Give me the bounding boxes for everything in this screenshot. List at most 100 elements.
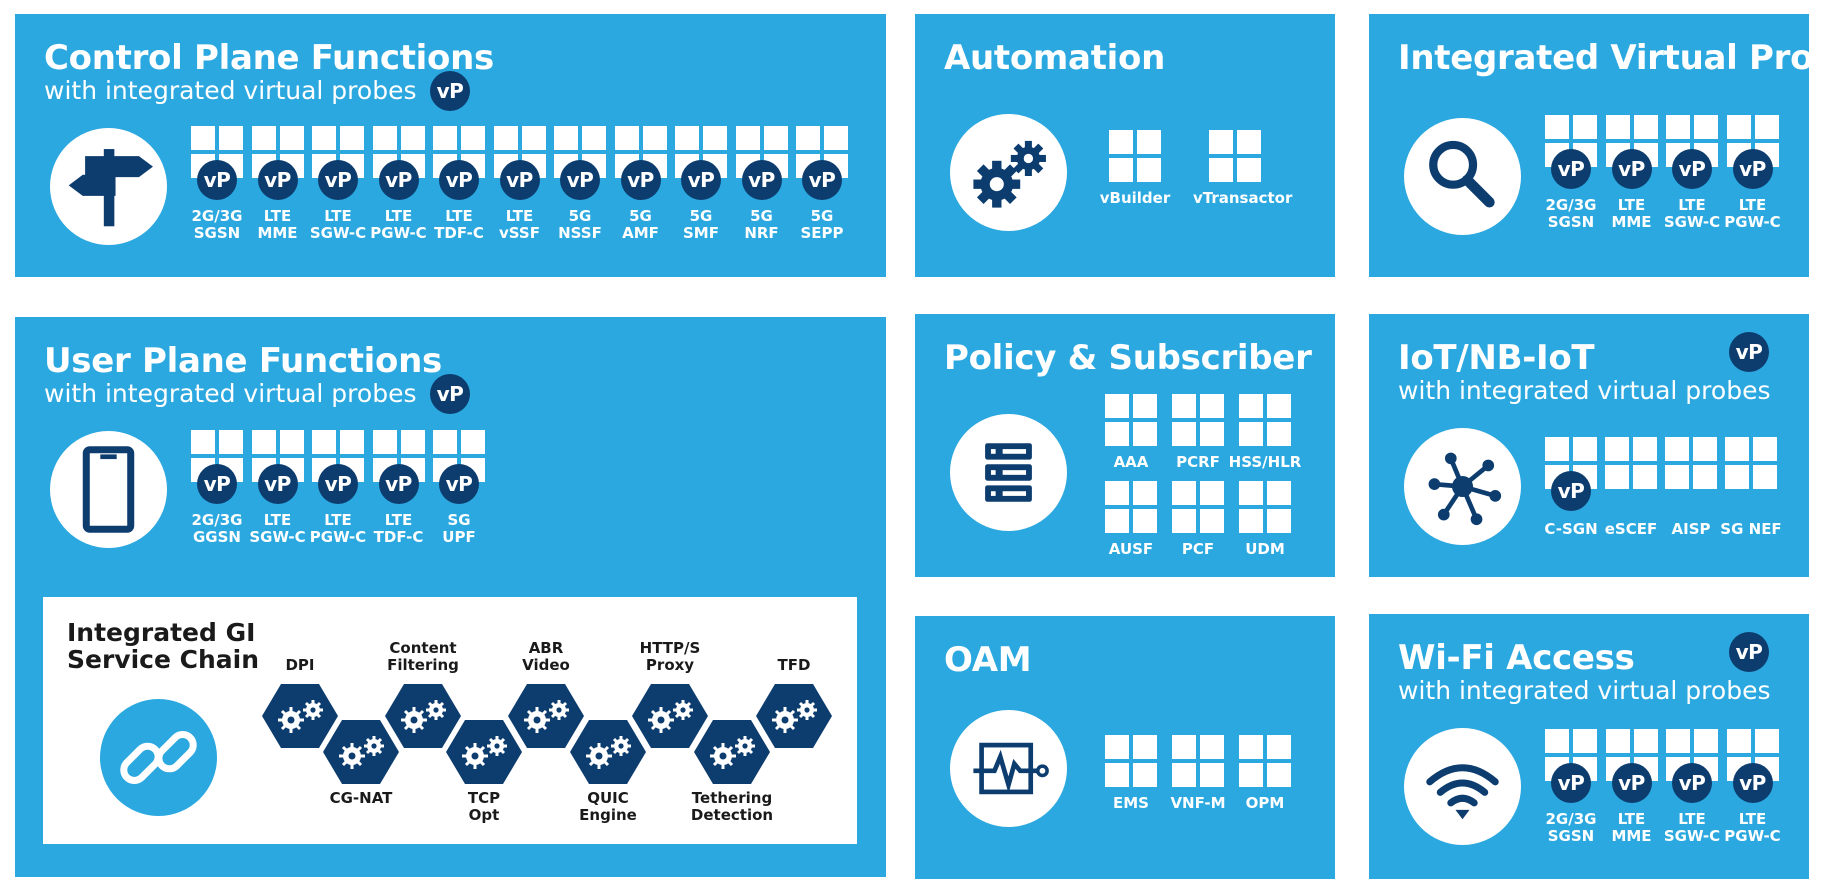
tile-square: [219, 430, 243, 454]
function-label: LTE: [324, 207, 352, 225]
function-label: AUSF: [1108, 540, 1154, 558]
function-tile-grid: [251, 430, 304, 482]
function-label: SG NEF: [1720, 520, 1782, 538]
control-plane-title: Control Plane Functions: [44, 38, 494, 78]
function-label: LTE: [263, 207, 292, 225]
tile-square: [1239, 735, 1263, 759]
function-label: EMS: [1113, 794, 1149, 812]
vp-badge: vP: [318, 160, 358, 200]
vp-badge: vP: [257, 160, 298, 200]
vp-badge: vP: [1611, 763, 1652, 803]
service-label: Detection: [690, 806, 774, 824]
service-label: CG-NAT: [329, 789, 393, 807]
vp-badge: vP: [802, 160, 842, 200]
tile-square: [1105, 735, 1129, 759]
tile-square: [642, 126, 667, 150]
tile-square: [1725, 437, 1749, 461]
vp-badge: vP: [1551, 471, 1591, 511]
tile-square: [675, 126, 699, 150]
function-label: PGW-C: [1724, 213, 1781, 231]
function-label: LTE: [384, 207, 413, 225]
tile-square: [1267, 481, 1291, 505]
tile-square: [312, 126, 336, 150]
function-label: eSCEF: [1604, 520, 1658, 538]
tile-square: [1133, 509, 1157, 533]
tile-square: [1573, 437, 1597, 461]
service-hex-icon: [569, 718, 647, 786]
tile-square: [1239, 394, 1263, 418]
tile-square: [1693, 437, 1717, 461]
tile-square: [1725, 465, 1749, 489]
tile-square: [1605, 465, 1629, 489]
magnifier-icon: [1404, 118, 1521, 235]
tile-square: [1172, 763, 1196, 787]
function-label: MME: [1611, 827, 1652, 845]
service-label: TFD: [777, 656, 811, 674]
vp-badge: vP: [257, 464, 298, 504]
service-label: Tethering: [691, 789, 773, 807]
function-label: 2G/3G: [191, 207, 243, 225]
function-label: 5G: [810, 207, 834, 225]
user-plane-subtitle: with integrated virtual probes: [44, 379, 417, 408]
function-label: LTE: [1738, 196, 1767, 214]
tile-square: [1209, 130, 1233, 154]
function-tile-grid: [1105, 394, 1157, 446]
wifi-title: Wi-Fi Access: [1398, 638, 1635, 678]
function-label: GGSN: [193, 528, 241, 546]
vp-badge: vP: [681, 160, 721, 200]
tile-square: [1605, 115, 1630, 139]
tile-square: [1172, 422, 1196, 446]
tile-square: [763, 126, 788, 150]
vp-badge: vP: [430, 71, 470, 111]
tile-square: [614, 126, 639, 150]
tile-square: [1665, 465, 1689, 489]
service-label: ABR: [528, 639, 564, 657]
tile-square: [1267, 422, 1291, 446]
tile-square: [1172, 509, 1196, 533]
tile-square: [1200, 735, 1224, 759]
vp-badge: vP: [439, 464, 479, 504]
tile-square: [279, 126, 304, 150]
tile-square: [1694, 115, 1718, 139]
tile-square: [312, 430, 336, 454]
function-tile-grid: [1172, 394, 1224, 446]
tile-square: [1545, 115, 1569, 139]
tile-square: [251, 430, 276, 454]
service-hex-icon: [507, 682, 585, 750]
function-tile-grid: [1105, 735, 1157, 787]
gi-title-line2: Service Chain: [67, 645, 260, 674]
function-tile-grid: [1665, 437, 1717, 489]
function-label: OPM: [1245, 794, 1285, 812]
function-label: HSS/HLR: [1228, 453, 1302, 471]
iot-panel: IoT/NB-IoT with integrated virtual probe…: [1369, 314, 1809, 577]
function-label: LTE: [263, 511, 292, 529]
function-label: SGSN: [1547, 827, 1595, 845]
function-label: vTransactor: [1193, 189, 1293, 207]
function-label: LTE: [324, 511, 352, 529]
tile-square: [251, 126, 276, 150]
vp-badge: vP: [499, 160, 540, 200]
function-tile-grid: [1105, 481, 1157, 533]
tile-square: [191, 430, 215, 454]
function-label: LTE: [1617, 810, 1646, 828]
vp-badge: vP: [439, 160, 479, 200]
tile-square: [219, 126, 243, 150]
tile-square: [1105, 394, 1129, 418]
tile-square: [1545, 437, 1569, 461]
tile-square: [1237, 130, 1261, 154]
function-tile-grid: [1172, 735, 1224, 787]
tile-square: [433, 126, 457, 150]
vp-badge: vP: [1611, 149, 1652, 189]
function-label: UPF: [442, 528, 476, 546]
function-label: AMF: [622, 224, 659, 242]
service-hex-icon: [322, 718, 400, 786]
tile-square: [1573, 729, 1597, 753]
tile-square: [824, 126, 848, 150]
function-label: vBuilder: [1099, 189, 1171, 207]
function-label: PGW-C: [370, 224, 427, 242]
network-hub-icon: [1404, 428, 1521, 545]
tile-square: [1105, 763, 1129, 787]
function-tile-grid: [1239, 735, 1291, 787]
function-tile-grid: [1109, 130, 1161, 182]
